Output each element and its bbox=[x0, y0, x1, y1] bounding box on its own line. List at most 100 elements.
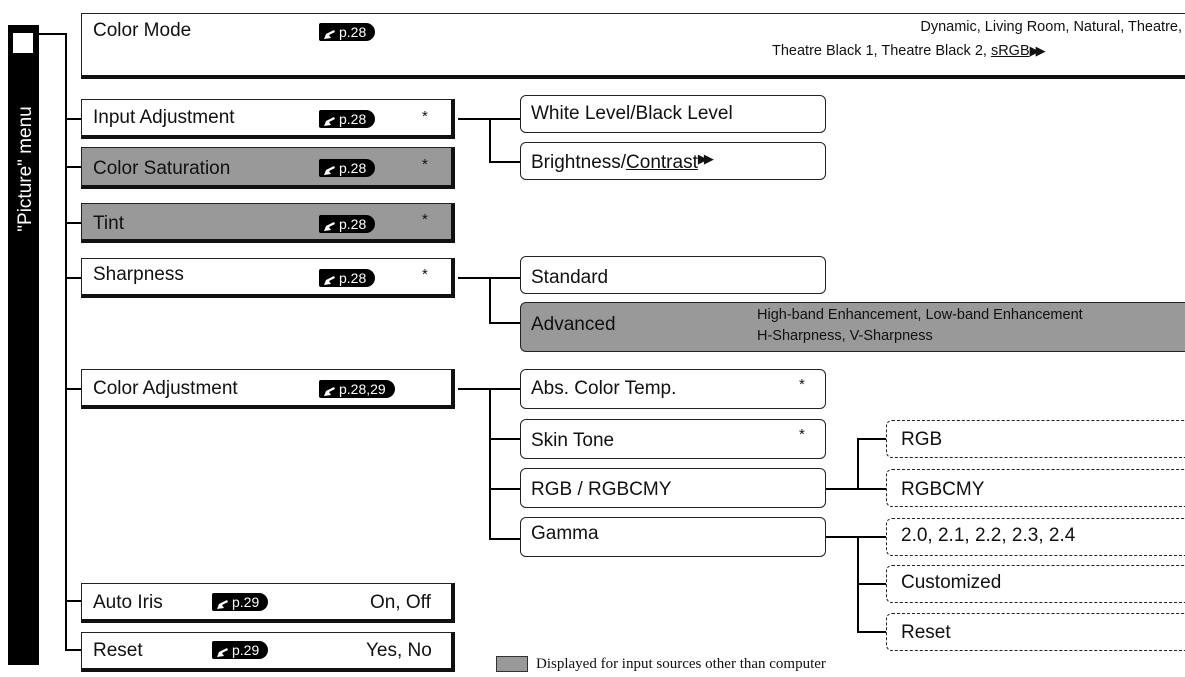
standard-item[interactable]: Standard bbox=[520, 256, 826, 294]
auto-iris-label: Auto Iris bbox=[93, 592, 163, 613]
connector bbox=[65, 649, 81, 651]
input-adjustment-item[interactable]: Input Adjustment p.28 * bbox=[81, 99, 455, 139]
brightness-contrast-item[interactable]: Brightness/Contrast▶▶ bbox=[520, 142, 826, 180]
double-right-arrow-icon: ▶▶ bbox=[1029, 43, 1046, 58]
input-adjustment-ref[interactable]: p.28 bbox=[319, 110, 376, 128]
double-right-arrow-icon: ▶▶ bbox=[697, 151, 714, 166]
connector bbox=[826, 536, 886, 538]
gamma-values-item[interactable]: 2.0, 2.1, 2.2, 2.3, 2.4 bbox=[886, 518, 1185, 556]
input-adjustment-label: Input Adjustment bbox=[93, 107, 235, 128]
tint-label: Tint bbox=[93, 213, 124, 234]
connector bbox=[489, 322, 520, 324]
menu-square-icon bbox=[13, 33, 33, 53]
connector bbox=[489, 488, 520, 490]
white-black-level-item[interactable]: White Level/Black Level bbox=[520, 95, 826, 133]
color-mode-item[interactable]: Color Mode p.28 Dynamic, Living Room, Na… bbox=[81, 13, 1185, 79]
color-mode-ref[interactable]: p.28 bbox=[319, 23, 376, 41]
auto-iris-options: On, Off bbox=[370, 592, 431, 613]
reset-options: Yes, No bbox=[366, 640, 432, 661]
connector bbox=[489, 277, 491, 323]
color-saturation-label: Color Saturation bbox=[93, 158, 231, 179]
gamma-reset-item[interactable]: Reset bbox=[886, 613, 1185, 651]
connector bbox=[489, 538, 520, 540]
connector bbox=[857, 631, 886, 633]
color-adjustment-ref[interactable]: p.28,29 bbox=[319, 380, 395, 398]
hand-pointer-icon bbox=[324, 276, 335, 285]
connector bbox=[489, 118, 491, 162]
connector bbox=[39, 33, 65, 35]
connector bbox=[65, 277, 81, 279]
hand-pointer-icon bbox=[324, 117, 335, 126]
hand-pointer-icon bbox=[217, 600, 228, 609]
star-mark: * bbox=[799, 426, 805, 443]
advanced-options-2: H-Sharpness, V-Sharpness bbox=[757, 328, 933, 344]
connector bbox=[826, 488, 886, 490]
legend-swatch bbox=[496, 656, 528, 672]
hand-pointer-icon bbox=[217, 648, 228, 657]
color-mode-options-2: Theatre Black 1, Theatre Black 2, sRGB▶▶ bbox=[772, 43, 1046, 59]
gamma-item[interactable]: Gamma bbox=[520, 517, 826, 557]
sharpness-item[interactable]: Sharpness p.28 * bbox=[81, 258, 455, 298]
main-trunk-line bbox=[65, 33, 67, 650]
color-mode-label: Color Mode bbox=[93, 20, 192, 41]
legend-text: Displayed for input sources other than c… bbox=[536, 656, 826, 672]
color-saturation-item[interactable]: Color Saturation p.28 * bbox=[81, 147, 455, 189]
connector bbox=[489, 161, 520, 163]
reset-label: Reset bbox=[93, 640, 143, 661]
menu-title: "Picture" menu bbox=[15, 106, 36, 232]
rgb-item[interactable]: RGB bbox=[886, 420, 1185, 458]
abs-color-temp-item[interactable]: Abs. Color Temp. * bbox=[520, 369, 826, 409]
customized-label: Customized bbox=[901, 572, 1002, 593]
menu-sidebar bbox=[8, 25, 39, 665]
reset-item[interactable]: Reset p.29 Yes, No bbox=[81, 632, 455, 672]
connector bbox=[857, 438, 859, 489]
advanced-item[interactable]: Advanced High-band Enhancement, Low-band… bbox=[520, 302, 1185, 352]
connector bbox=[489, 438, 520, 440]
white-black-level-label: White Level/Black Level bbox=[531, 103, 733, 124]
color-adjustment-item[interactable]: Color Adjustment p.28,29 bbox=[81, 369, 455, 409]
rgbcmy-item[interactable]: RGBCMY bbox=[886, 469, 1185, 507]
auto-iris-ref[interactable]: p.29 bbox=[212, 593, 269, 611]
gamma-reset-label: Reset bbox=[901, 622, 951, 643]
skin-tone-item[interactable]: Skin Tone * bbox=[520, 419, 826, 459]
rgb-rgbcmy-item[interactable]: RGB / RGBCMY bbox=[520, 468, 826, 508]
hand-pointer-icon bbox=[324, 166, 335, 175]
connector bbox=[65, 166, 81, 168]
color-adjustment-label: Color Adjustment bbox=[93, 378, 238, 399]
star-mark: * bbox=[799, 376, 805, 393]
advanced-label: Advanced bbox=[531, 314, 616, 335]
reset-ref[interactable]: p.29 bbox=[212, 641, 269, 659]
color-mode-options-1: Dynamic, Living Room, Natural, Theatre, bbox=[920, 19, 1182, 35]
tint-item[interactable]: Tint p.28 * bbox=[81, 203, 455, 243]
connector bbox=[65, 388, 81, 390]
star-mark: * bbox=[422, 211, 428, 228]
brightness-contrast-label: Brightness/Contrast▶▶ bbox=[531, 151, 714, 173]
hand-pointer-icon bbox=[324, 222, 335, 231]
star-mark: * bbox=[422, 108, 428, 125]
contrast-link[interactable]: Contrast bbox=[626, 152, 698, 173]
connector bbox=[857, 583, 886, 585]
sharpness-ref[interactable]: p.28 bbox=[319, 269, 376, 287]
advanced-options-1: High-band Enhancement, Low-band Enhancem… bbox=[757, 307, 1083, 323]
star-mark: * bbox=[422, 266, 428, 283]
connector bbox=[65, 600, 81, 602]
hand-pointer-icon bbox=[324, 30, 335, 39]
srgb-link[interactable]: sRGB bbox=[990, 43, 1030, 59]
connector bbox=[65, 118, 81, 120]
customized-item[interactable]: Customized bbox=[886, 565, 1185, 603]
hand-pointer-icon bbox=[324, 387, 335, 396]
rgb-label: RGB bbox=[901, 429, 943, 450]
sharpness-label: Sharpness bbox=[93, 264, 184, 285]
gamma-label: Gamma bbox=[531, 523, 599, 544]
skin-tone-label: Skin Tone bbox=[531, 430, 615, 451]
tint-ref[interactable]: p.28 bbox=[319, 215, 376, 233]
connector bbox=[857, 438, 886, 440]
standard-label: Standard bbox=[531, 267, 609, 288]
star-mark: * bbox=[422, 156, 428, 173]
connector bbox=[489, 388, 491, 540]
connector bbox=[65, 222, 81, 224]
abs-color-temp-label: Abs. Color Temp. bbox=[531, 378, 677, 399]
gamma-values-label: 2.0, 2.1, 2.2, 2.3, 2.4 bbox=[901, 525, 1076, 546]
auto-iris-item[interactable]: Auto Iris p.29 On, Off bbox=[81, 583, 455, 623]
color-saturation-ref[interactable]: p.28 bbox=[319, 159, 376, 177]
